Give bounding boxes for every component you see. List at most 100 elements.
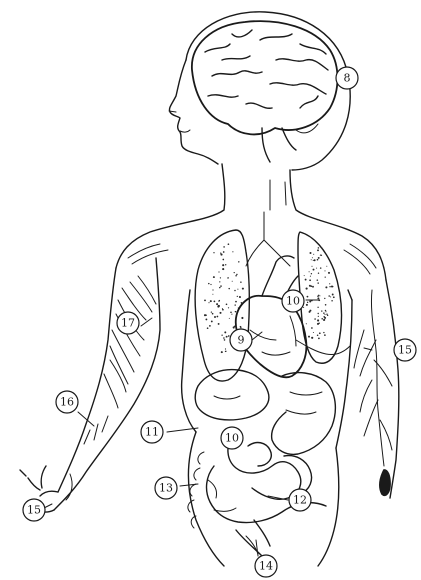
- lung-stipple-dot: [224, 339, 226, 341]
- lung-stipple-dot: [318, 338, 320, 340]
- lung-stipple-dot: [317, 297, 319, 299]
- lung-stipple-dot: [309, 285, 311, 287]
- lung-stipple-dot: [332, 294, 334, 296]
- lung-stipple-dot: [211, 320, 213, 322]
- lung-stipple-dot: [321, 318, 323, 320]
- lung-stipple-dot: [325, 276, 326, 277]
- lung-stipple-dot: [221, 335, 222, 336]
- lung-stipple-dot: [333, 296, 335, 298]
- lung-stipple-dot: [223, 246, 225, 248]
- lung-stipple-dot: [313, 269, 315, 271]
- svg-text:15: 15: [398, 344, 412, 357]
- lung-stipple-dot: [319, 332, 321, 334]
- lung-stipple-dot: [325, 304, 327, 306]
- lung-stipple-dot: [320, 267, 321, 268]
- lung-stipple-dot: [307, 296, 309, 298]
- lung-stipple-dot: [328, 295, 330, 297]
- lung-stipple-dot: [313, 260, 314, 261]
- lung-stipple-dot: [314, 259, 316, 261]
- lung-stipple-dot: [222, 264, 224, 266]
- lung-stipple-dot: [212, 313, 214, 315]
- lung-stipple-dot: [204, 299, 206, 301]
- lung-stipple-dot: [217, 316, 219, 318]
- lung-stipple-dot: [242, 288, 244, 290]
- lung-stipple-dot: [226, 303, 228, 305]
- lung-stipple-dot: [306, 288, 308, 290]
- svg-text:13: 13: [159, 482, 173, 495]
- lung-stipple-dot: [234, 290, 236, 292]
- lung-stipple-dot: [225, 348, 226, 349]
- heart-illustration: [236, 256, 350, 377]
- lung-stipple: [204, 243, 335, 353]
- lung-stipple-dot: [229, 318, 230, 319]
- viewer-left-arm: [20, 258, 160, 512]
- lung-stipple-dot: [225, 264, 226, 265]
- lung-stipple-dot: [228, 335, 230, 337]
- lung-stipple-dot: [327, 315, 328, 316]
- lung-stipple-dot: [324, 270, 325, 271]
- lung-stipple-dot: [228, 307, 229, 308]
- lung-stipple-dot: [212, 289, 213, 290]
- lung-stipple-dot: [321, 247, 322, 248]
- lung-stipple-dot: [240, 327, 241, 328]
- lung-stipple-dot: [318, 313, 319, 314]
- svg-text:12: 12: [293, 494, 307, 507]
- lung-stipple-dot: [228, 243, 230, 245]
- svg-text:10: 10: [225, 432, 239, 445]
- callout-lung: 10: [282, 290, 304, 312]
- lung-stipple-dot: [317, 282, 318, 283]
- lung-stipple-dot: [221, 351, 223, 353]
- lung-stipple-dot: [331, 300, 333, 302]
- lung-stipple-dot: [313, 254, 314, 255]
- lung-stipple-dot: [306, 304, 308, 306]
- callout-liver: 11: [141, 421, 163, 443]
- lung-stipple-dot: [313, 332, 314, 333]
- lung-stipple-dot: [219, 312, 221, 314]
- lung-stipple-dot: [235, 301, 237, 303]
- lung-stipple-dot: [238, 261, 239, 262]
- lung-stipple-dot: [325, 286, 327, 288]
- lung-stipple-dot: [219, 281, 220, 282]
- lung-stipple-dot: [220, 285, 222, 287]
- lung-stipple-dot: [308, 336, 310, 338]
- lung-stipple-dot: [241, 317, 243, 319]
- lung-stipple-dot: [318, 316, 319, 317]
- lung-stipple-dot: [218, 300, 219, 301]
- liver-stomach-illustration: [195, 370, 335, 455]
- lung-stipple-dot: [332, 286, 333, 287]
- lung-stipple-dot: [232, 281, 233, 282]
- lung-stipple-dot: [231, 314, 232, 315]
- lung-stipple-dot: [236, 274, 237, 275]
- lung-stipple-dot: [204, 314, 206, 316]
- lung-stipple-dot: [318, 295, 319, 296]
- lung-stipple-dot: [226, 336, 227, 337]
- svg-text:14: 14: [259, 560, 273, 573]
- lung-stipple-dot: [218, 323, 220, 325]
- lung-stipple-dot: [314, 318, 316, 320]
- lung-stipple-dot: [311, 337, 313, 339]
- lung-stipple-dot: [317, 279, 319, 281]
- lung-stipple-dot: [224, 331, 226, 333]
- lung-stipple-dot: [212, 294, 213, 295]
- callout-arm-veins: 15: [394, 339, 416, 361]
- lung-stipple-dot: [312, 257, 313, 258]
- lung-stipple-dot: [303, 307, 304, 308]
- lung-stipple-dot: [309, 311, 311, 313]
- lung-stipple-dot: [309, 279, 311, 281]
- lung-stipple-dot: [317, 323, 319, 325]
- lung-stipple-dot: [311, 273, 312, 274]
- callout-hand: 15: [23, 499, 45, 521]
- lung-stipple-dot: [222, 308, 223, 309]
- lung-stipple-dot: [324, 314, 325, 315]
- lung-stipple-dot: [324, 334, 326, 336]
- leader-lines: [44, 300, 372, 556]
- lung-stipple-dot: [324, 298, 325, 299]
- lung-stipple-dot: [317, 249, 319, 251]
- lung-stipple-dot: [227, 277, 228, 278]
- callout-rectum: 14: [255, 555, 277, 577]
- callout-forearm: 16: [56, 391, 78, 413]
- lung-stipple-dot: [220, 254, 222, 256]
- lung-stipple-dot: [318, 272, 319, 273]
- lung-stipple-dot: [234, 272, 235, 273]
